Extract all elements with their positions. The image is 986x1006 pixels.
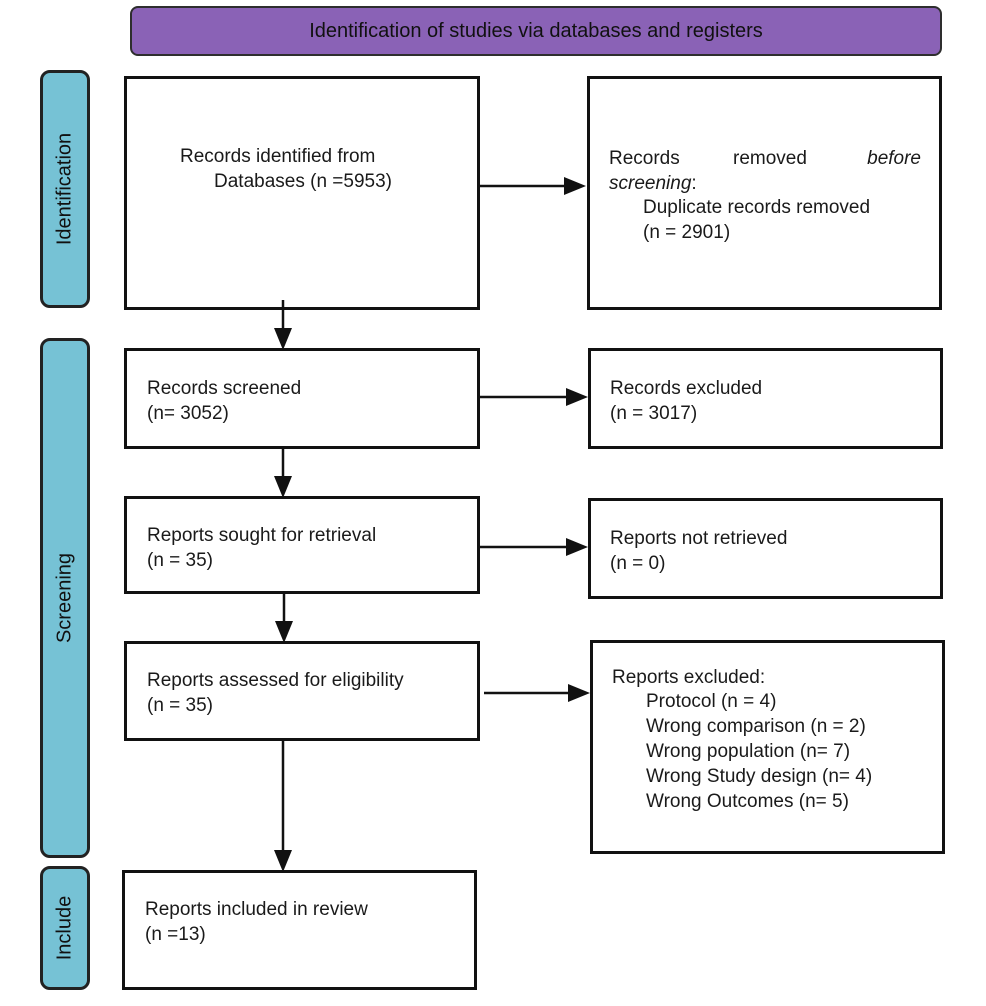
exclusion-reason: Wrong Study design (n= 4) [646,766,873,787]
records-screened-label: Records screened [147,378,302,399]
reports-included-box: Reports included in review (n =13) [122,870,477,990]
reports-not-retrieved-label: Reports not retrieved [610,528,788,549]
exclusion-reason: Wrong Outcomes (n= 5) [646,791,849,812]
arrow-screened-to-sought [274,449,292,498]
exclusion-reason: Wrong comparison (n = 2) [646,716,866,737]
reports-excluded-box: Reports excluded: Protocol (n = 4) Wrong… [590,640,945,854]
removed-colon: : [691,173,697,194]
reports-included-label: Reports included in review [145,899,368,920]
reports-assessed-box: Reports assessed for eligibility (n = 35… [124,641,480,741]
phase-label-identification: Identification [40,70,90,308]
arrow-assessed-to-excluded [484,684,590,702]
records-screened-box: Records screened (n= 3052) [124,348,480,449]
arrow-sought-to-not-retrieved [480,538,588,556]
phase-label-screening: Screening [40,338,90,858]
records-identified-box: Records identified from Databases (n =59… [124,76,480,310]
reports-not-retrieved-box: Reports not retrieved (n = 0) [588,498,943,599]
arrow-sought-to-assessed [275,594,293,643]
arrow-identified-to-removed [480,177,586,195]
duplicate-records-count: (n = 2901) [643,222,731,243]
header-title: Identification of studies via databases … [309,19,763,42]
reports-not-retrieved-count: (n = 0) [610,553,666,574]
reports-assessed-label: Reports assessed for eligibility [147,670,404,691]
phase-identification-text: Identification [53,132,76,246]
records-excluded-count: (n = 3017) [610,403,698,424]
removed-word-records: Records [609,148,680,169]
records-identified-count: Databases (n =5953) [214,171,392,192]
reports-excluded-title: Reports excluded: [612,667,766,688]
records-identified-line1: Records identified from [180,146,376,167]
exclusion-reason: Protocol (n = 4) [646,691,777,712]
reports-sought-count: (n = 35) [147,550,214,571]
arrow-screened-to-excluded [480,388,588,406]
reports-assessed-count: (n = 35) [147,695,214,716]
reports-sought-label: Reports sought for retrieval [147,525,377,546]
removed-word-removed: removed [733,148,807,169]
records-excluded-label: Records excluded [610,378,763,399]
removed-word-screening: screening [609,173,692,194]
removed-word-before: before [867,148,921,169]
phase-label-include: Include [40,866,90,990]
arrow-assessed-to-included [274,741,292,872]
duplicate-records-label: Duplicate records removed [643,197,871,218]
phase-include-text: Include [53,895,76,961]
records-screened-count: (n= 3052) [147,403,229,424]
records-removed-box: Records removed before screening: Duplic… [587,76,942,310]
exclusion-reason: Wrong population (n= 7) [646,741,851,762]
reports-sought-box: Reports sought for retrieval (n = 35) [124,496,480,594]
reports-included-count: (n =13) [145,924,206,945]
phase-screening-text: Screening [53,552,76,644]
records-excluded-box: Records excluded (n = 3017) [588,348,943,449]
header-identification-bar: Identification of studies via databases … [130,6,942,56]
